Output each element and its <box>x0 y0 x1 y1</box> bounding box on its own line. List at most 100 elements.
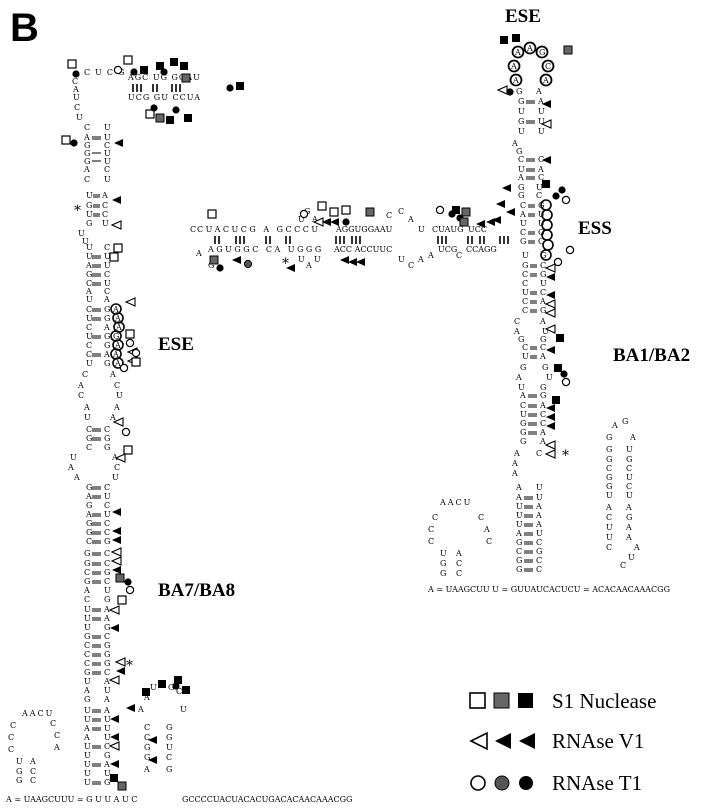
svg-text:U: U <box>150 683 157 692</box>
svg-text:G: G <box>104 443 110 452</box>
svg-text:A: A <box>103 350 110 359</box>
right-bottom-loop-seq: AACU <box>439 498 472 507</box>
svg-text:C: C <box>620 561 626 570</box>
legend-v1: RNAse V1 <box>552 729 644 753</box>
left-bottom-tail2-seq: GCCCCUACUACACUGACACAACAAACGG <box>182 795 352 804</box>
svg-text:G: G <box>518 191 524 200</box>
svg-text:A: A <box>511 469 518 478</box>
svg-text:A: A <box>515 483 522 492</box>
svg-text:U: U <box>536 183 543 192</box>
svg-text:A: A <box>407 215 414 224</box>
svg-text:A: A <box>539 297 546 306</box>
svg-text:G: G <box>606 445 612 454</box>
svg-text:G: G <box>86 201 92 210</box>
right-arm-top-seq: CUACUCG A GCCCU <box>197 225 321 234</box>
svg-text:U: U <box>518 383 525 392</box>
svg-text:C: C <box>456 569 462 578</box>
svg-text:G: G <box>440 559 446 568</box>
svg-text:A: A <box>514 48 521 57</box>
svg-text:A: A <box>143 765 150 774</box>
svg-text:C: C <box>536 556 542 565</box>
svg-text:A: A <box>112 350 119 359</box>
svg-text:C: C <box>516 547 522 556</box>
svg-text:G: G <box>144 753 150 762</box>
svg-text:A: A <box>625 533 632 542</box>
svg-text:U: U <box>84 769 91 778</box>
svg-text:G: G <box>86 434 92 443</box>
svg-text:U: U <box>84 778 91 787</box>
left-bottom-tail-seq: A = UAAGCUUU = G U U A U C <box>5 795 137 804</box>
svg-text:G: G <box>518 97 524 106</box>
svg-text:G: G <box>168 683 174 692</box>
svg-text:C: C <box>428 525 434 534</box>
svg-text:U: U <box>542 327 549 336</box>
svg-text:U: U <box>86 191 93 200</box>
svg-text:A: A <box>417 255 424 264</box>
svg-text:C: C <box>86 350 92 359</box>
svg-text:C: C <box>114 463 120 472</box>
svg-text:G: G <box>166 723 172 732</box>
svg-text:G: G <box>520 237 526 246</box>
svg-text:C: C <box>102 201 108 210</box>
svg-text:C: C <box>514 317 520 326</box>
svg-text:A: A <box>114 359 121 368</box>
svg-text:AGGUGGAAU: AGGUGGAAU <box>335 225 393 234</box>
svg-text:G: G <box>166 733 172 742</box>
svg-text:U: U <box>518 107 525 116</box>
svg-text:A: A <box>109 370 116 379</box>
svg-text:U: U <box>518 165 525 174</box>
svg-text:U: U <box>104 149 111 158</box>
svg-text:*: * <box>562 448 569 464</box>
left-top-loop-seq: CUCG <box>84 68 129 77</box>
svg-text:G: G <box>606 473 612 482</box>
svg-text:C: C <box>104 519 110 528</box>
svg-text:C: C <box>104 528 110 537</box>
svg-text:C: C <box>86 443 92 452</box>
svg-text:A: A <box>517 173 524 182</box>
svg-text:C: C <box>520 201 526 210</box>
svg-text:C: C <box>8 733 14 742</box>
svg-text:C: C <box>520 228 526 237</box>
left-structure-ba7-ba8: CUCG AGC UG GGAU UCG GU CCUA CAU CU CAGG… <box>5 68 352 804</box>
svg-text:C: C <box>538 237 544 246</box>
svg-text:A: A <box>515 373 522 382</box>
svg-text:U: U <box>78 229 85 238</box>
svg-text:C: C <box>538 173 544 182</box>
svg-text:C: C <box>432 513 438 522</box>
svg-text:U: U <box>104 261 111 270</box>
ess-circles <box>540 199 554 261</box>
ess-label: ESS <box>578 218 612 239</box>
ese-label-left: ESE <box>158 334 194 355</box>
svg-text:U: U <box>606 491 613 500</box>
svg-text:G: G <box>626 513 632 522</box>
svg-text:U: U <box>520 219 527 228</box>
svg-text:A: A <box>103 323 110 332</box>
svg-text:A: A <box>103 677 110 686</box>
svg-text:G: G <box>104 434 110 443</box>
svg-text:C: C <box>30 776 36 785</box>
svg-text:U: U <box>522 251 529 260</box>
svg-text:A: A <box>195 249 202 258</box>
svg-text:A: A <box>542 76 549 85</box>
svg-text:U: U <box>606 523 613 532</box>
svg-text:C: C <box>86 341 92 350</box>
svg-text:C: C <box>456 559 462 568</box>
svg-text:U: U <box>520 410 527 419</box>
svg-text:U: U <box>522 288 529 297</box>
svg-text:G: G <box>86 219 92 228</box>
svg-text:G: G <box>104 305 110 314</box>
svg-text:A: A <box>311 215 318 224</box>
svg-text:G: G <box>538 228 544 237</box>
svg-text:C: C <box>540 288 546 297</box>
svg-text:U: U <box>606 533 613 542</box>
svg-text:G: G <box>516 556 522 565</box>
svg-text:A: A <box>137 705 144 714</box>
svg-text:A: A <box>305 261 312 270</box>
svg-text:A: A <box>526 44 533 53</box>
svg-text:A: A <box>112 305 119 314</box>
svg-text:C: C <box>84 650 90 659</box>
